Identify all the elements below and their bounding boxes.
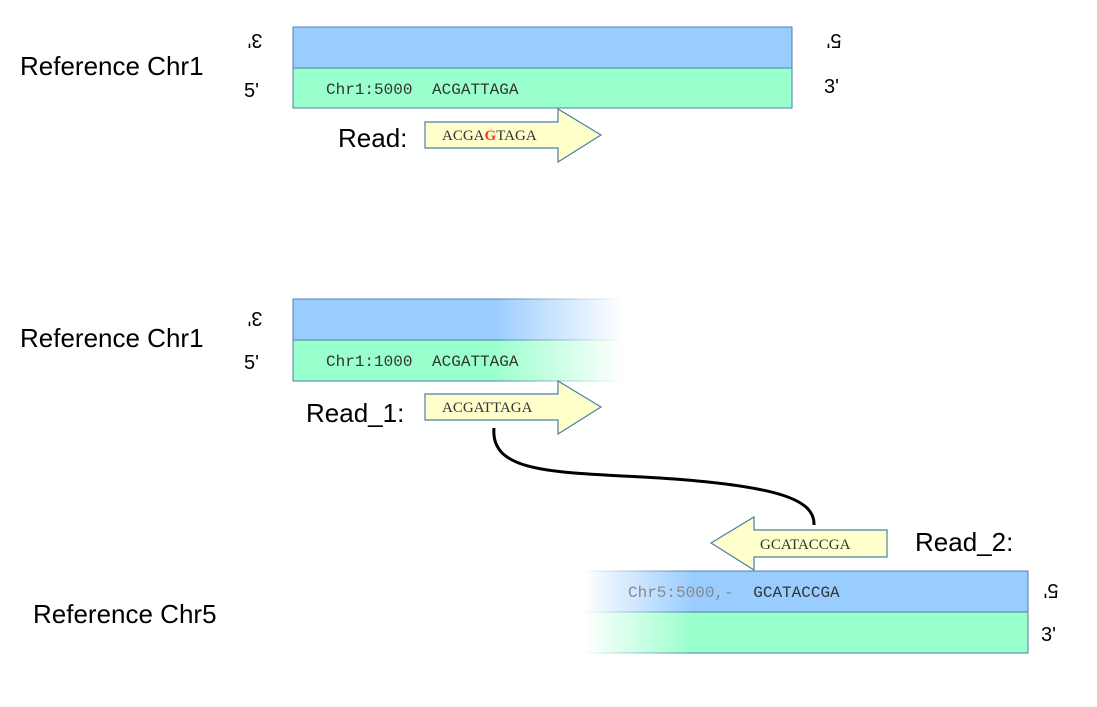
ref-chr5-bases: GCATACCGA — [753, 584, 840, 602]
strand-end-top-left: 3' — [248, 29, 263, 51]
ref-chr1-bottom-strand — [292, 67, 793, 109]
read-mismatch-base: G — [485, 128, 497, 144]
read-bases-before: ACGA — [442, 128, 485, 144]
ref-chr1-sequence: Chr1:5000 ACGATTAGA — [326, 81, 519, 99]
ref-chr5-sequence: Chr5:5000,- GCATACCGA — [628, 584, 840, 602]
ref-chr5-top-strand — [583, 571, 1028, 612]
ref-chr1-b-outline — [292, 298, 623, 382]
strand-end-top-right: 5' — [827, 29, 842, 51]
ref-chr1-b-label: Reference Chr1 — [20, 323, 204, 353]
strand-end-bottom-right: 3' — [824, 76, 839, 98]
ref-chr1-b-top-strand — [293, 299, 623, 340]
ref-chr1-position: Chr1:5000 — [326, 81, 412, 99]
ref-chr1-b-bottom-strand — [293, 340, 623, 381]
ref-chr5-outline — [583, 570, 1029, 654]
panel-b: Reference Chr1 3' 5' Chr1:1000 ACGATTAGA… — [20, 298, 1059, 654]
read2-sequence: GCATACCGA — [760, 537, 851, 553]
ref-chr1-b-bases: ACGATTAGA — [432, 353, 519, 371]
read-bases-after: TAGA — [496, 128, 537, 144]
ref-chr1-top-strand — [292, 26, 793, 69]
ref-chr5-bottom-strand — [583, 612, 1028, 653]
strand-end-bottom-right-chr5: 3' — [1041, 624, 1056, 646]
read-label: Read: — [338, 123, 407, 153]
panel-a: Reference Chr1 3' 5' Chr1:5000 ACGATTAGA… — [20, 26, 842, 164]
read-pair-link — [492, 427, 816, 526]
ref-chr5-label: Reference Chr5 — [33, 599, 217, 629]
ref-chr1-b-sequence: Chr1:1000 ACGATTAGA — [326, 353, 519, 371]
read2-arrow — [709, 515, 888, 572]
read2-label: Read_2: — [915, 527, 1013, 557]
strand-end-bottom-left-b: 5' — [244, 352, 259, 374]
read-arrow — [424, 107, 603, 164]
read1-arrow — [424, 379, 603, 436]
read-sequence: ACGAGTAGA — [442, 128, 537, 144]
ref-chr5-position: Chr5:5000,- — [628, 584, 734, 602]
strand-end-top-right-chr5: 5' — [1044, 579, 1059, 601]
ref-chr1-bases: ACGATTAGA — [432, 81, 519, 99]
strand-end-top-left-b: 3' — [248, 307, 263, 329]
read1-sequence: ACGATTAGA — [442, 400, 533, 416]
read1-label: Read_1: — [306, 398, 404, 428]
ref-chr1-label: Reference Chr1 — [20, 51, 204, 81]
ref-chr1-b-position: Chr1:1000 — [326, 353, 412, 371]
strand-end-bottom-left: 5' — [244, 80, 259, 102]
